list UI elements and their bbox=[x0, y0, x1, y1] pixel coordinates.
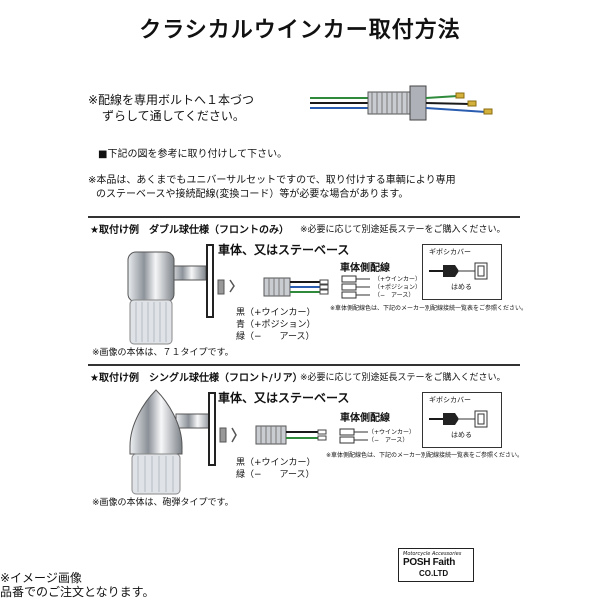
section1-harness-connectors bbox=[341, 275, 370, 299]
intro-note-line-1: ※配線を専用ボルトへ１本づつ bbox=[88, 93, 255, 107]
section2-harness-title: 車体側配線 bbox=[340, 413, 390, 424]
bolt-thread bbox=[367, 91, 411, 115]
section1-heading: ★取付け例 ダブル球仕様（フロントのみ） bbox=[90, 225, 289, 236]
spring-washer bbox=[229, 279, 235, 293]
nut-thread bbox=[263, 277, 291, 297]
universal-note-line-2: のステーベースや接続配線(変換コード）等が必要な場合があります。 bbox=[96, 189, 409, 200]
clear-lens-2 bbox=[131, 453, 181, 495]
body-plate-2 bbox=[208, 392, 216, 466]
washer bbox=[217, 279, 225, 295]
footer-line-1: ※イメージ画像 bbox=[0, 571, 82, 585]
section-divider-1 bbox=[88, 216, 520, 218]
section1-body-label: 車体、又はステーベース bbox=[218, 243, 350, 257]
section1-stay-note: ※必要に応じて別途延長ステーをご購入ください。 bbox=[300, 225, 506, 235]
spring-washer-2 bbox=[231, 427, 237, 443]
section2-inset-label: はめる bbox=[451, 431, 472, 439]
section1-wire-color-3: 緑（− アース） bbox=[236, 332, 315, 342]
section-divider-2 bbox=[88, 364, 520, 366]
section2-gibosi-inset: ギボシカバー はめる bbox=[422, 392, 502, 448]
clear-lens bbox=[129, 299, 173, 345]
logo-company: CO.LTD bbox=[419, 569, 449, 578]
stay-arm bbox=[169, 265, 207, 281]
bolt-nut bbox=[409, 85, 427, 121]
section2-color-note: ※車体側配線色は、下記のメーカー別配線接続一覧表をご参照ください。 bbox=[326, 452, 524, 459]
page-title: クラシカルウインカー取付方法 bbox=[139, 18, 461, 43]
body-plate-1 bbox=[206, 244, 214, 318]
intro-note-line-2: ずらして通してください。 bbox=[102, 109, 245, 123]
instruction-text: ■下記の図を参考に取り付けして下さい。 bbox=[98, 149, 288, 160]
section1-color-note: ※車体側配線色は、下記のメーカー別配線接続一覧表をご参照ください。 bbox=[330, 305, 528, 312]
section1-wire-color-2: 青（+ポジション） bbox=[236, 320, 316, 330]
section2-harness-line-2: （− アース） bbox=[368, 437, 409, 444]
bolt-wire-illustration bbox=[310, 85, 493, 121]
bullet-housing bbox=[129, 389, 183, 455]
section1-harness-title: 車体側配線 bbox=[340, 263, 390, 274]
gibosi-cover-icon bbox=[429, 262, 488, 280]
section2-body-label: 車体、又はステーベース bbox=[218, 391, 350, 405]
section1-gibosi-inset: ギボシカバー はめる bbox=[422, 244, 502, 300]
section1-image-note: ※画像の本体は、７１タイプです。 bbox=[92, 348, 234, 358]
posh-faith-logo: Motorcycle Accessories POSH Faith CO.LTD bbox=[398, 548, 474, 582]
section2-heading: ★取付け例 シングル球仕様（フロント/リア） bbox=[90, 373, 303, 384]
double-bulb-blinker-illustration bbox=[127, 251, 207, 345]
section1-wire-assembly bbox=[217, 277, 329, 297]
section1-wire-color-1: 黒（+ウインカー） bbox=[236, 308, 316, 318]
section2-image-note: ※画像の本体は、砲弾タイプです。 bbox=[92, 498, 234, 508]
section2-harness-line-1: （+ウインカー） bbox=[368, 429, 416, 436]
section2-wire-color-1: 黒（+ウインカー） bbox=[236, 458, 316, 468]
logo-name: POSH Faith bbox=[403, 557, 456, 568]
section1-inset-title: ギボシカバー bbox=[429, 248, 471, 256]
section2-wire-color-2: 緑（− アース） bbox=[236, 470, 315, 480]
washer-2 bbox=[219, 427, 227, 443]
section1-inset-label: はめる bbox=[451, 283, 472, 291]
chrome-housing bbox=[127, 251, 175, 303]
logo-tagline: Motorcycle Accessories bbox=[403, 551, 462, 557]
section2-wire-assembly bbox=[219, 425, 327, 445]
gibosi-cover-icon-2 bbox=[429, 410, 488, 428]
section2-stay-note: ※必要に応じて別途延長ステーをご購入ください。 bbox=[300, 373, 506, 383]
stay-arm-2 bbox=[175, 413, 213, 429]
section2-inset-title: ギボシカバー bbox=[429, 396, 471, 404]
section1-harness-line-1: （+ウインカー） bbox=[374, 276, 422, 283]
section1-harness-line-2: （+ポジション） bbox=[374, 284, 422, 291]
section2-harness-connectors bbox=[339, 428, 368, 444]
section1-harness-line-3: （− アース） bbox=[374, 292, 415, 299]
universal-note-line-1: ※本品は、あくまでもユニバーサルセットですので、取り付けする車輌により専用 bbox=[88, 175, 456, 186]
single-bulb-bullet-blinker-illustration bbox=[129, 389, 213, 495]
footer-line-2: 品番でのご注文となります。 bbox=[0, 585, 155, 599]
